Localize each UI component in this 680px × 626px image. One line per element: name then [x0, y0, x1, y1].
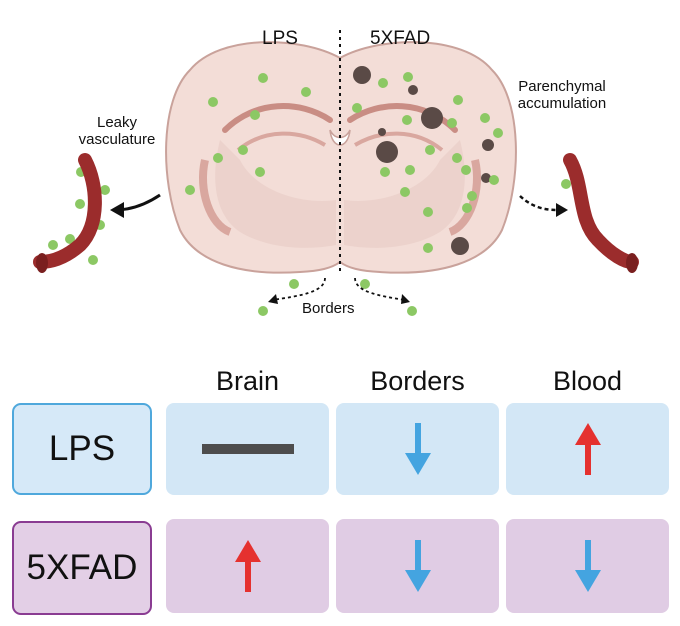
vessel-opening-left — [36, 253, 48, 273]
column-header-borders: Borders — [370, 366, 465, 396]
row-header-lps: LPS — [12, 403, 152, 495]
borders-label: Borders — [302, 300, 355, 317]
hippocampus-left-2 — [236, 131, 327, 152]
lps-hemisphere-label: LPS — [262, 28, 298, 49]
down-arrow-icon — [404, 423, 431, 475]
parenchymal-accumulation-label: Parenchymal accumulation — [517, 78, 607, 112]
hippocampus-left — [222, 103, 333, 133]
up-arrow-icon — [234, 540, 261, 592]
hippocampus-right — [347, 103, 458, 133]
accumulation-arrow — [519, 195, 561, 212]
no-change-bar-icon — [201, 444, 294, 454]
accumulation-arrowhead — [556, 203, 568, 217]
5xfad-hemisphere-label: 5XFAD — [370, 28, 431, 49]
cortex-inner — [215, 140, 336, 248]
cell-lps-borders — [336, 403, 499, 495]
border-arrowhead-left — [268, 294, 278, 304]
leak-arrowhead — [110, 202, 124, 218]
down-arrow-icon — [574, 540, 601, 592]
hippocampus-right-2 — [353, 131, 444, 152]
amyloid-plaques — [353, 66, 494, 255]
leaky-vessel — [33, 153, 102, 269]
leaky-vasculature-label: Leaky vasculature — [78, 114, 156, 148]
cell-5xfad-blood — [506, 519, 669, 613]
column-header-brain: Brain — [215, 366, 280, 396]
vessel-opening-right — [626, 253, 638, 273]
cell-lps-blood — [506, 403, 669, 495]
row-header-5xfad: 5XFAD — [12, 521, 152, 615]
border-arrowhead-right — [401, 294, 410, 304]
striatum-right — [448, 159, 482, 236]
blood-vessel-right — [563, 153, 639, 269]
cell-5xfad-brain — [166, 519, 329, 613]
striatum-left — [198, 159, 232, 236]
cell-5xfad-borders — [336, 519, 499, 613]
down-arrow-icon — [404, 540, 431, 592]
border-arrow-left — [271, 277, 326, 301]
up-arrow-icon — [574, 423, 601, 475]
brain-illustration — [33, 30, 639, 316]
cell-lps-brain — [166, 403, 329, 495]
column-header-blood: Blood — [552, 366, 623, 396]
